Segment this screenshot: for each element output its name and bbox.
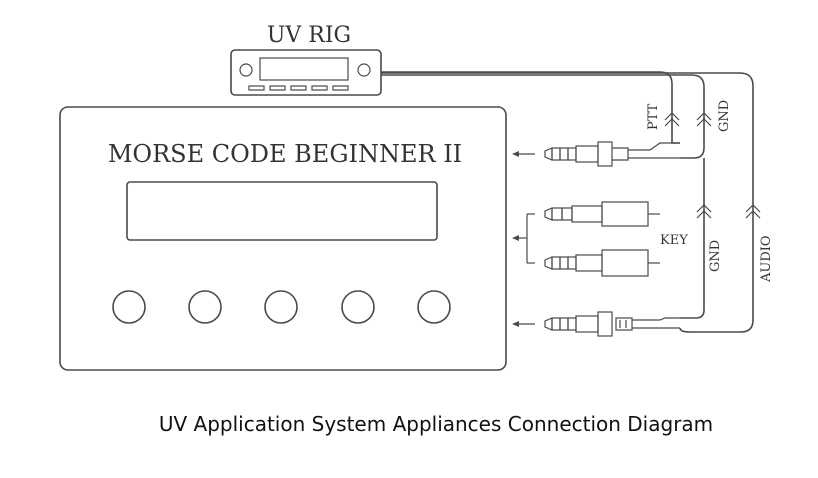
cable-chevrons — [664, 112, 761, 219]
key-plug-2 — [544, 249, 660, 277]
cables — [381, 71, 761, 333]
audio-plug — [544, 311, 680, 337]
gnd-bottom-cable — [680, 158, 705, 319]
device-button-1 — [112, 290, 146, 324]
gnd-top-cable — [381, 74, 705, 159]
rig-buttons — [248, 85, 349, 91]
morse-device: MORSE CODE BEGINNER II — [59, 106, 507, 371]
ptt-plug — [544, 141, 680, 167]
rig-label: UV RIG — [267, 23, 351, 48]
key-plug-1 — [544, 201, 660, 227]
arrow-ptt-head — [512, 151, 519, 157]
audio-cable — [381, 72, 754, 333]
rig-display — [259, 57, 349, 81]
device-body — [59, 106, 507, 371]
uv-rig-radio: UV RIG — [230, 23, 382, 96]
device-button-4 — [341, 290, 375, 324]
device-button-3 — [264, 290, 298, 324]
key-label: KEY — [660, 233, 688, 248]
diagram-caption: UV Application System Appliances Connect… — [158, 412, 714, 436]
device-display — [126, 181, 438, 241]
rig-left-knob — [239, 63, 253, 77]
audio-label: AUDIO — [759, 235, 774, 283]
gnd-bottom-label: GND — [708, 240, 723, 272]
arrow-key-head — [512, 235, 519, 241]
device-button-5 — [417, 290, 451, 324]
device-button-2 — [188, 290, 222, 324]
input-arrows — [512, 151, 535, 327]
rig-right-knob — [357, 63, 371, 77]
gnd-top-label: GND — [717, 100, 732, 132]
arrow-audio-head — [512, 321, 519, 327]
ptt-label: PTT — [646, 103, 661, 130]
device-title: MORSE CODE BEGINNER II — [108, 140, 462, 168]
